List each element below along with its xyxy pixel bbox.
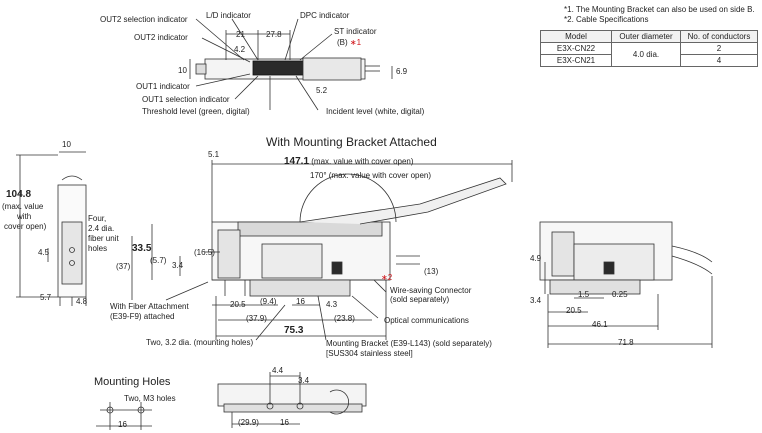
dim-4-2: 4.2 (234, 45, 246, 54)
dim-side-3-4: 3.4 (530, 296, 542, 305)
note-2: *2. Cable Specifications (564, 15, 649, 24)
label-incident: Incident level (white, digital) (326, 107, 425, 116)
dim-37-9: (37.9) (246, 314, 267, 323)
dim-side-46-1: 46.1 (592, 320, 608, 329)
dim-5-7: 5.7 (40, 293, 52, 302)
dim-27-8: 27.8 (266, 30, 282, 39)
dim-holes-16b: 16 (280, 418, 289, 427)
header-model: Model (540, 30, 612, 43)
label-two-mounting-holes: Two, 3.2 dia. (mounting holes) (146, 338, 254, 347)
dim-16: 16 (296, 297, 305, 306)
label-optical-comm: Optical communications (384, 316, 469, 325)
label-b-side: (B) ∗1 (337, 38, 362, 47)
dim-9-4: (9.4) (260, 297, 277, 306)
dim-5-7-paren: (5.7) (150, 256, 167, 265)
label-wire-saving: Wire-saving Connector (390, 286, 472, 295)
label-out1-selection: OUT1 selection indicator (142, 95, 230, 104)
label-four-holes-4: holes (88, 244, 108, 253)
dim-16-5: (16.5) (194, 248, 215, 257)
label-ld-indicator: L/D indicator (206, 11, 251, 20)
label-out2-indicator: OUT2 indicator (134, 33, 188, 42)
dim-side-20-5: 20.5 (566, 306, 582, 315)
label-threshold: Threshold level (green, digital) (142, 107, 250, 116)
note-mark: ∗ (349, 38, 357, 47)
dim-21: 21 (236, 30, 245, 39)
dim-holes-3-4: 3.4 (298, 376, 310, 385)
label-fiber-attach-1: With Fiber Attachment (110, 302, 189, 311)
amplifier-top-view (189, 18, 393, 111)
dim-23-8: (23.8) (334, 314, 355, 323)
dim-170-deg: 170° (max. value with cover open) (310, 171, 432, 180)
note-1: *1. The Mounting Bracket can also be use… (564, 5, 755, 14)
label-four-holes-1: Four, (88, 214, 107, 223)
label-out2-selection: OUT2 selection indicator (100, 15, 188, 24)
dim-4-8: 4.8 (76, 297, 88, 306)
header-outer-diameter: Outer diameter (611, 30, 681, 43)
dim-6-9: 6.9 (396, 67, 408, 76)
title-mounting-holes: Mounting Holes (94, 376, 171, 388)
dim-13: (13) (424, 267, 439, 276)
dim-5-1: 5.1 (208, 150, 220, 159)
dim-end-10: 10 (62, 140, 71, 149)
label-dpc-indicator: DPC indicator (300, 11, 350, 20)
dim-37: (37) (116, 262, 131, 271)
dim-side-1-5: 1.5 (578, 290, 590, 299)
dim-4-5: 4.5 (38, 248, 50, 257)
note-number: 1 (356, 38, 362, 47)
label-with: with (17, 212, 32, 221)
dim-33-5: 33.5 (132, 243, 152, 254)
dim-side-4-9: 4.9 (530, 254, 542, 263)
dim-side-71-8: 71.8 (618, 338, 634, 347)
label-sus304: [SUS304 stainless steel] (326, 349, 413, 358)
mounting-holes-view (96, 372, 367, 430)
dim-5-2: 5.2 (316, 86, 328, 95)
table-header-row: Model Outer diameter No. of conductors (540, 30, 758, 43)
title-bracket-attached: With Mounting Bracket Attached (266, 135, 437, 149)
row-model: E3X-CN22 (540, 42, 612, 55)
side-view (539, 221, 713, 348)
header-conductors: No. of conductors (680, 30, 758, 43)
dim-holes-4-4: 4.4 (272, 366, 284, 375)
label-st-indicator: ST indicator (334, 27, 377, 36)
label-cover-open: cover open) (4, 222, 47, 231)
dim-75-3: 75.3 (284, 325, 304, 336)
dim-147-1: 147.1 (max. value with cover open) (284, 156, 414, 167)
label-wire-saving-2: (sold separately) (390, 295, 450, 304)
row-conductors: 2 (680, 42, 758, 55)
bracket-main-view (131, 160, 513, 341)
note-mark-2: ∗2 (381, 273, 393, 282)
dim-4-3: 4.3 (326, 300, 338, 309)
dim-side-0-25: 0.25 (612, 290, 628, 299)
label-mounting-bracket: Mounting Bracket (E39-L143) (sold separa… (326, 339, 492, 348)
table-row: E3X-CN21 4 (540, 54, 758, 67)
table-row: E3X-CN22 4.0 dia. 2 (540, 42, 758, 67)
dim-3-4: 3.4 (172, 261, 184, 270)
label-out1-indicator: OUT1 indicator (136, 82, 190, 91)
cable-spec-table: Model Outer diameter No. of conductors E… (540, 30, 758, 67)
label-four-holes-2: 2.4 dia. (88, 224, 115, 233)
label-four-holes-3: fiber unit (88, 234, 119, 243)
row-diameter: 4.0 dia. (611, 42, 681, 67)
row-conductors: 4 (680, 54, 758, 67)
dim-10: 10 (178, 66, 187, 75)
dim-holes-29-9: (29.9) (238, 418, 259, 427)
row-model: E3X-CN21 (540, 54, 612, 67)
label-fiber-attach-2: (E39-F9) attached (110, 312, 175, 321)
label-max-value: (max. value (2, 202, 44, 211)
dim-104-8: 104.8 (6, 189, 32, 200)
dim-holes-16: 16 (118, 420, 127, 429)
label-two-m3-holes: Two, M3 holes (124, 394, 176, 403)
dim-20-5: 20.5 (230, 300, 246, 309)
amplifier-end-view (16, 151, 87, 306)
